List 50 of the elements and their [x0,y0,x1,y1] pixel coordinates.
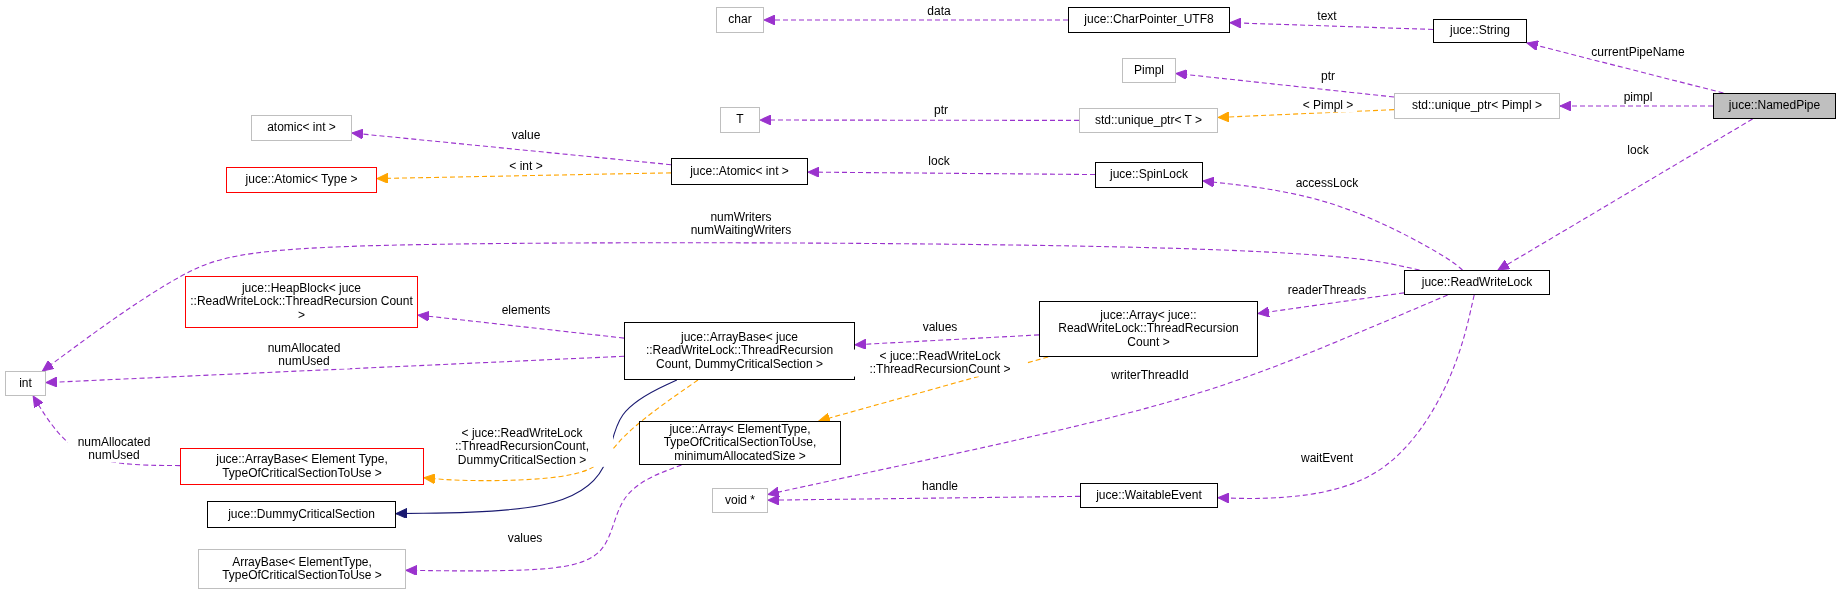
edge-label: currentPipeName [1590,46,1686,60]
class-box: juce::String [1433,19,1527,43]
class-box: atomic< int > [251,115,352,141]
dependency-arrow [1257,292,1405,318]
class-box: juce::ArrayBase< juce ::ReadWriteLock::ThreadRecursion Count, DummyCriticalSection > [624,322,855,380]
edge-label: ptr [933,104,949,118]
dependency-arrow [423,379,699,485]
class-box: juce::Array< ElementType, TypeOfCriticalSectionToUse, minimumAllocatedSize > [639,421,841,466]
class-box: std::unique_ptr< T > [1079,108,1218,133]
class-box: juce::HeapBlock< juce ::ReadWriteLock::ThreadRecursion Count > [185,276,418,328]
dependency-arrow [763,14,1069,26]
edge-label: ptr [1320,70,1336,84]
dependency-arrow [376,172,672,184]
dependency-arrow [1217,294,1475,504]
class-box: void * [712,488,768,513]
dependency-arrow [1559,100,1714,112]
class-box: char [716,7,764,33]
edge-label: < Pimpl > [1301,99,1355,113]
class-box: int [5,371,46,396]
dependency-arrow [45,355,625,388]
class-box: Pimpl [1122,58,1176,83]
dependency-arrow [1202,176,1463,271]
dependency-arrow [759,114,1080,126]
class-box: juce::ArrayBase< Element Type, TypeOfCriticalSectionToUse > [180,448,424,485]
dependency-arrow [854,334,1040,350]
dependency-arrow [1175,69,1395,98]
class-box: T [720,107,760,133]
dependency-arrow [405,464,683,576]
dependency-arrow [1229,17,1434,30]
class-box: juce::WaitableEvent [1080,483,1218,508]
dependency-arrow [807,166,1096,178]
class-box: juce::Array< juce:: ReadWriteLock::ThreadRecursion Count > [1039,301,1258,357]
class-box: juce::Atomic< int > [671,158,808,185]
class-box: ArrayBase< ElementType, TypeOfCriticalSectionToUse > [198,549,406,589]
class-box: juce::SpinLock [1095,162,1203,188]
edge-label: pimpl [1622,91,1654,105]
dependency-arrow [1497,118,1754,271]
edge-label: < juce::ReadWriteLock ::ThreadRecursionCount > [854,349,1026,377]
dependency-arrow [767,494,1081,506]
inheritance-arrow [395,379,678,519]
class-box: juce::DummyCriticalSection [207,501,396,528]
class-box: juce::CharPointer_UTF8 [1068,7,1230,33]
dependency-arrow [767,294,1449,498]
dependency-arrow [417,310,625,339]
class-box: juce::Atomic< Type > [226,167,377,193]
class-box: juce::NamedPipe [1713,93,1836,119]
class-box: juce::ReadWriteLock [1404,270,1550,295]
dependency-arrow [1526,40,1724,94]
dependency-arrow [351,128,672,166]
class-box: std::unique_ptr< Pimpl > [1394,93,1560,119]
